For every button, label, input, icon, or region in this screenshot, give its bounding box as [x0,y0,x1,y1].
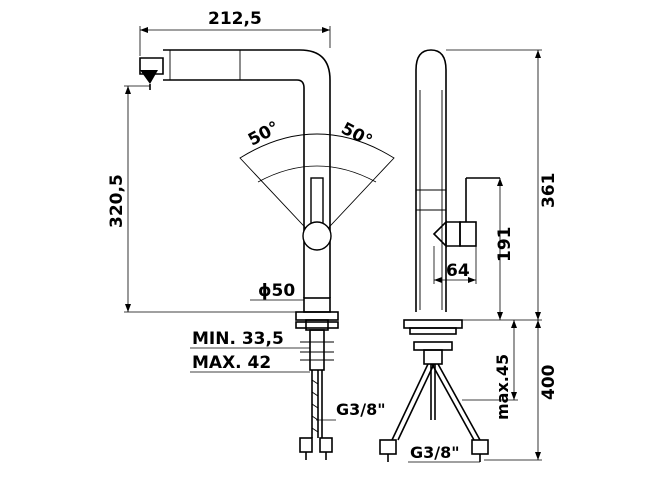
dim-body-diameter: ϕ50 [250,281,304,301]
front-view: 212,5 320,5 50° 50° ϕ50 MIN. 33,5 MAX. 4… [107,9,395,460]
dim-deck-thickness: MIN. 33,5 MAX. 42 [190,329,310,373]
front-hoses [299,370,333,460]
label-deck-min: MIN. 33,5 [192,329,284,349]
dim-spout-reach: 212,5 [139,9,331,56]
label-lever-height: 191 [495,227,515,263]
dim-hose-length: 400 [484,320,559,461]
front-lever [239,133,395,251]
label-swivel-right: 50° [338,119,376,152]
label-connection-front: G3/8" [336,400,386,419]
dim-hose-max: max.45 [462,320,518,420]
dim-overall-height: 361 [446,49,559,321]
label-overall-height: 361 [539,173,559,209]
dim-connection-front: G3/8" [316,400,386,421]
label-spout-height: 320,5 [107,174,127,228]
label-spout-reach: 212,5 [208,9,262,29]
label-hose-length: 400 [539,364,559,400]
label-lever-projection: 64 [446,261,470,281]
label-connection-side: G3/8" [410,443,460,462]
dim-lever-height: 191 [495,178,515,320]
side-hoses [379,363,489,462]
dim-spout-height: 320,5 [107,85,296,313]
dim-connection-side: G3/8" [408,443,480,463]
label-deck-max: MAX. 42 [192,353,271,373]
side-lever [432,177,500,248]
front-spout [139,49,331,298]
side-view: 361 191 64 400 [379,49,559,463]
side-body [415,49,447,312]
label-body-diameter: ϕ50 [258,281,295,301]
label-hose-max: max.45 [493,354,512,420]
front-body [295,297,339,371]
side-flange [403,319,463,365]
dim-lever-projection: 64 [433,246,477,284]
